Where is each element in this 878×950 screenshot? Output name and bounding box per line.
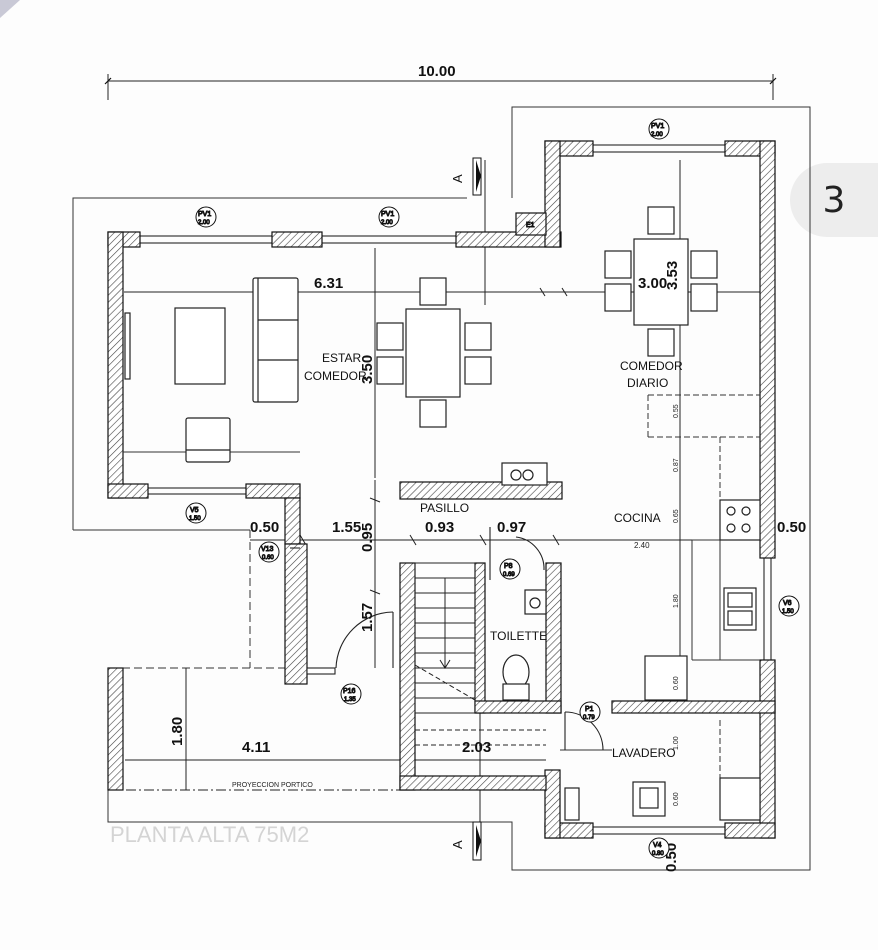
svg-text:2.00: 2.00 — [651, 132, 663, 138]
svg-text:1.35: 1.35 — [344, 697, 356, 703]
dim-comedor-width: 3.00 — [638, 275, 667, 292]
laundry-fixtures — [564, 777, 761, 821]
svg-text:1.80: 1.80 — [673, 594, 680, 608]
tag-p1: P1 0.79 — [579, 701, 601, 723]
dim-seg-1: 1.55 — [332, 519, 361, 536]
tag-v13: V13 0.60 — [258, 541, 280, 563]
opening-tags: PV1 2.00 PV1 2.00 PV1 2.00 V5 1.50 V13 0… — [185, 118, 800, 859]
site-outline — [72, 106, 811, 871]
svg-text:2.00: 2.00 — [381, 220, 393, 226]
tag-pv1-b: PV1 2.00 — [378, 206, 400, 228]
armchair — [185, 417, 231, 463]
svg-text:P8: P8 — [504, 563, 513, 570]
tag-v6: V6 1.50 — [778, 595, 800, 617]
tag-v4: V4 0.80 — [648, 837, 670, 859]
tag-p8: P8 0.69 — [499, 558, 521, 580]
tag-e1: E1 — [526, 222, 535, 229]
dim-stair-width: 2.03 — [462, 739, 491, 756]
planta-alta-ghost: PLANTA ALTA 75M2 — [110, 822, 309, 847]
doors — [306, 527, 604, 751]
tag-v5: V5 1.50 — [185, 502, 207, 524]
svg-text:0.69: 0.69 — [503, 572, 515, 578]
page-number-badge: 3 — [790, 163, 878, 237]
dim-comedor-depth: 3.53 — [664, 261, 681, 290]
svg-text:V4: V4 — [653, 842, 662, 849]
svg-text:V6: V6 — [783, 600, 792, 607]
dim-left-margin: 0.50 — [250, 519, 279, 536]
svg-text:0.60: 0.60 — [673, 792, 680, 806]
windows — [140, 144, 772, 835]
svg-text:1.50: 1.50 — [782, 609, 794, 615]
dim-estar-width: 6.31 — [314, 275, 343, 292]
section-marker-bottom: A — [450, 821, 482, 861]
toilette-fixtures — [502, 589, 547, 701]
svg-text:0.60: 0.60 — [673, 676, 680, 690]
svg-text:P1: P1 — [585, 706, 594, 713]
stairs — [414, 562, 546, 746]
svg-text:A: A — [450, 174, 465, 183]
svg-text:0.65: 0.65 — [673, 509, 680, 523]
dining-table-estar — [376, 277, 492, 428]
svg-text:0.80: 0.80 — [652, 851, 664, 857]
dim-right-margin: 0.50 — [777, 519, 806, 536]
dim-pasillo-depth: 0.95 — [359, 523, 376, 552]
coffee-table — [174, 307, 226, 385]
svg-text:P16: P16 — [343, 688, 356, 695]
svg-text:V5: V5 — [190, 507, 199, 514]
tag-p16: P16 1.35 — [340, 683, 362, 705]
section-marker-top: A — [450, 157, 482, 196]
tag-pv1-top: PV1 2.00 — [648, 118, 670, 140]
tv-unit — [124, 312, 131, 380]
dim-seg-3: 0.97 — [497, 519, 526, 536]
room-estar-comedor: COMEDOR — [304, 369, 367, 383]
svg-text:PV1: PV1 — [381, 211, 394, 218]
svg-text:1.00: 1.00 — [673, 736, 680, 750]
svg-text:0.55: 0.55 — [673, 404, 680, 418]
room-lavadero: LAVADERO — [612, 746, 676, 760]
room-comedor-diario-1: COMEDOR — [620, 359, 683, 373]
proyeccion-portico-label: PROYECCION PORTICO — [232, 782, 313, 789]
svg-text:0.87: 0.87 — [673, 458, 680, 472]
svg-text:1.50: 1.50 — [189, 516, 201, 522]
room-estar: ESTAR — [322, 351, 361, 365]
stove — [719, 499, 761, 541]
tag-pv1-a: PV1 2.00 — [195, 206, 217, 228]
corner-mark — [0, 0, 20, 18]
living-furniture — [124, 277, 299, 463]
dining-table-diario — [604, 206, 718, 357]
walls — [107, 140, 776, 839]
dim-portico-width: 4.11 — [242, 739, 270, 756]
svg-text:0.79: 0.79 — [583, 715, 595, 721]
dim-total-width: 10.00 — [418, 63, 456, 80]
dim-cocina-width: 2.40 — [634, 541, 650, 550]
svg-text:PV1: PV1 — [651, 123, 664, 130]
svg-text:A: A — [450, 840, 465, 849]
room-cocina: COCINA — [614, 511, 661, 525]
room-labels: ESTAR COMEDOR COMEDOR DIARIO PASILLO COC… — [232, 351, 683, 789]
svg-text:2.00: 2.00 — [198, 220, 210, 226]
kitchen-fixtures — [501, 462, 761, 701]
dim-seg-2: 0.93 — [425, 519, 454, 536]
dim-estar-depth: 3.50 — [359, 355, 376, 384]
dimension-labels: 10.00 6.31 3.00 3.50 3.53 0.50 1.55 0.93… — [169, 63, 806, 872]
room-pasillo: PASILLO — [420, 501, 469, 515]
fridge — [644, 655, 688, 701]
svg-text:V13: V13 — [261, 546, 274, 553]
dim-portico-depth: 1.80 — [169, 717, 186, 746]
room-toilette: TOILETTE — [490, 629, 547, 643]
dim-entry-depth: 1.57 — [359, 603, 376, 632]
sofa — [252, 277, 299, 403]
svg-text:PV1: PV1 — [198, 211, 211, 218]
room-comedor-diario-2: DIARIO — [627, 376, 668, 390]
svg-text:0.60: 0.60 — [262, 555, 274, 561]
